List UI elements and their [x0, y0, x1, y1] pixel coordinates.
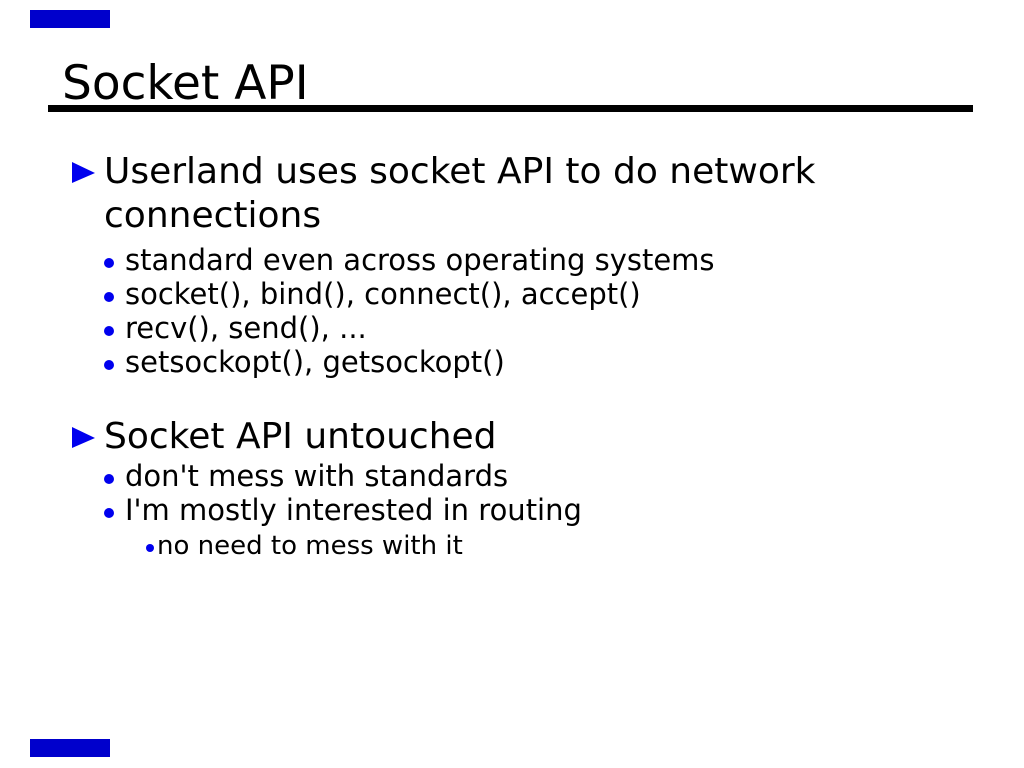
bullet2-sub2: I'm mostly interested in routing: [125, 493, 582, 527]
bullet1-sub1: standard even across operating systems: [125, 243, 715, 277]
title-underline-bar: [48, 105, 973, 112]
bullet1-line2: connections: [104, 195, 322, 236]
bullet2-sub1: don't mess with standards: [125, 459, 509, 493]
triangle-bullet-icon: [72, 427, 95, 448]
bullet1-sub3: recv(), send(), ...: [125, 311, 367, 345]
corner-bar-top-left: [30, 10, 110, 28]
dot-bullet-icon: [104, 474, 114, 484]
dot-bullet-icon: [104, 258, 114, 268]
dot-bullet-icon: [104, 508, 114, 518]
bullet1-line1: Userland uses socket API to do network: [104, 151, 816, 192]
bullet1-sub2: socket(), bind(), connect(), accept(): [125, 277, 641, 311]
bullet2-sub2-sub1: no need to mess with it: [157, 531, 463, 561]
bullet2: Socket API untouched: [104, 416, 497, 457]
triangle-bullet-icon: [72, 162, 95, 183]
bullet1-sub4: setsockopt(), getsockopt(): [125, 345, 505, 379]
dot-bullet-icon: [104, 326, 114, 336]
dot-bullet-icon: [104, 292, 114, 302]
slide-title: Socket API: [62, 56, 309, 111]
corner-bar-bottom-left: [30, 739, 110, 757]
dot-bullet-icon: [146, 544, 154, 552]
dot-bullet-icon: [104, 360, 114, 370]
